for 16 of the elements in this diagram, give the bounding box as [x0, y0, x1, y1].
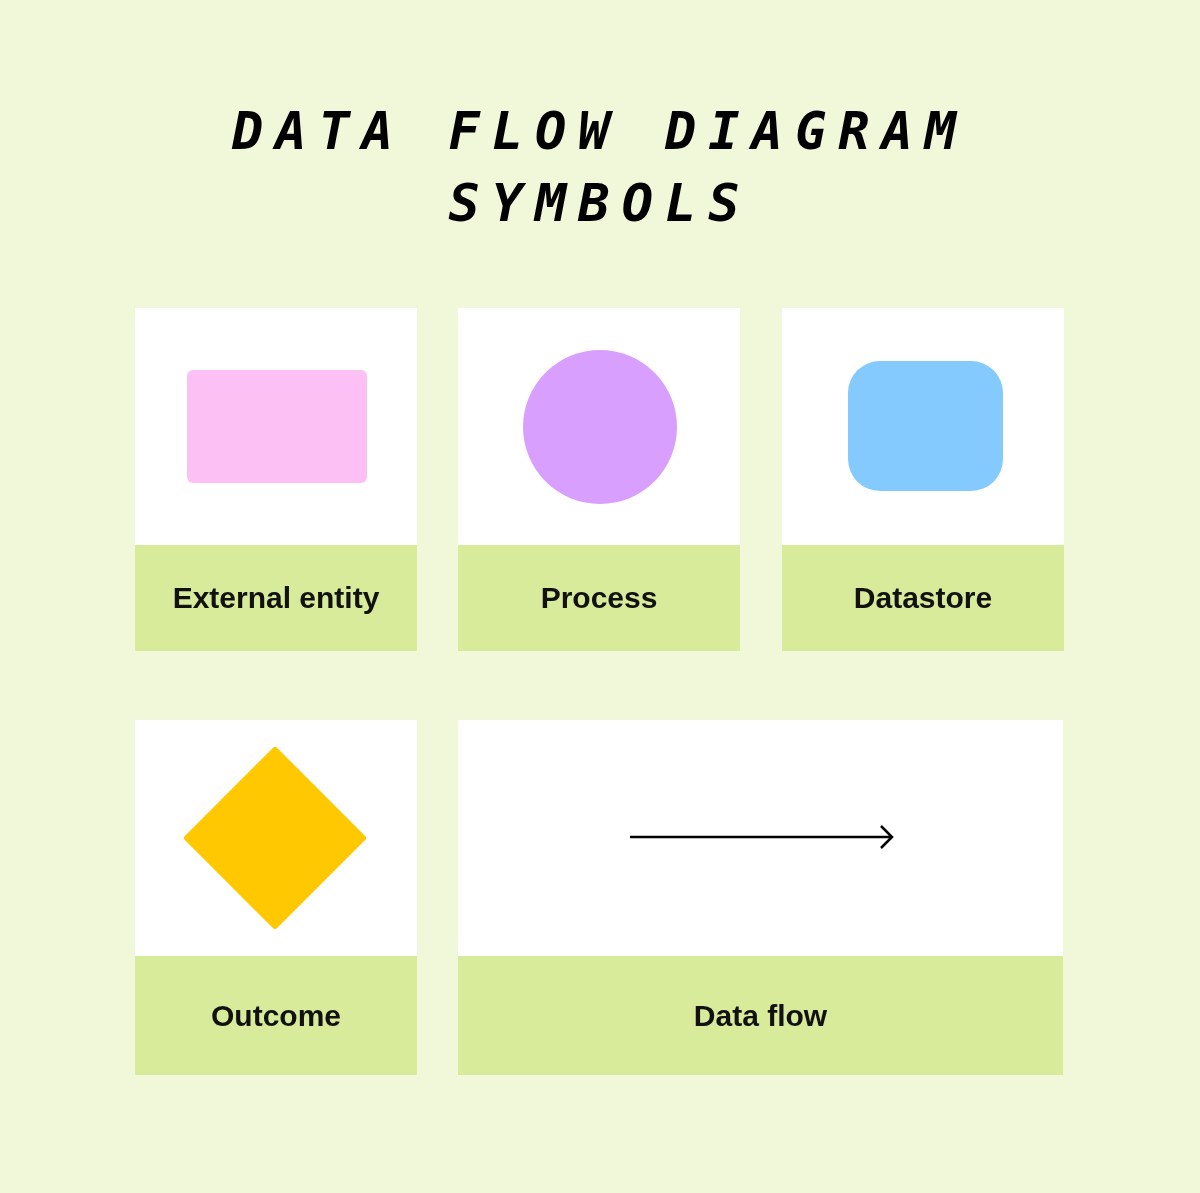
rectangle-symbol [848, 361, 1003, 491]
symbol-card [135, 308, 417, 651]
symbol-name: Datastore [853, 581, 993, 615]
symbol-name: External entity [172, 581, 380, 615]
symbol-card [135, 720, 417, 1075]
symbol-card [782, 308, 1064, 651]
symbol-card [458, 308, 740, 651]
rectangle-symbol [187, 370, 367, 483]
diagram-title: DATA FLOW DIAGRAM SYMBOLS [230, 100, 970, 235]
symbol-name: Outcome [211, 998, 341, 1033]
symbol-name: Data flow [693, 998, 828, 1033]
diamond-symbol [184, 747, 366, 929]
circle-symbol [523, 350, 677, 504]
symbol-name: Process [540, 581, 658, 615]
arrow-symbol [630, 825, 894, 849]
symbol-card [458, 720, 1063, 1075]
